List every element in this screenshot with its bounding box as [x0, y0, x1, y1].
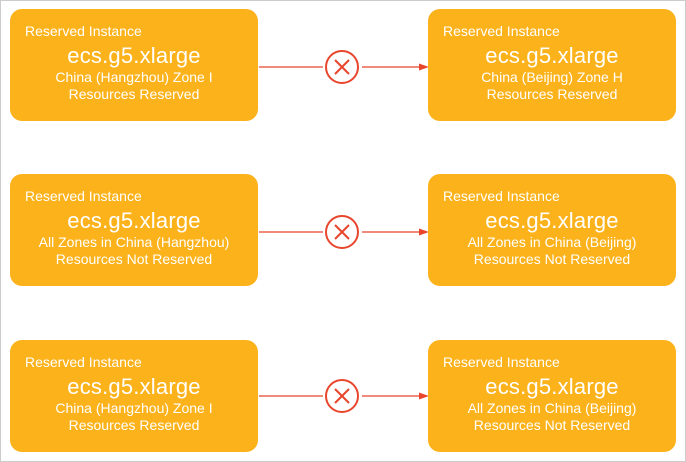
connector-1 — [259, 47, 429, 87]
connector-arrow-3 — [259, 379, 429, 413]
source-instance-box-1: Reserved Instance ecs.g5.xlarge China (H… — [10, 9, 258, 121]
box-label: Reserved Instance — [25, 23, 142, 39]
box-label: Reserved Instance — [443, 188, 560, 204]
cross-circle-icon — [325, 379, 359, 413]
connector-3 — [259, 376, 429, 416]
connector-2 — [259, 212, 429, 252]
scope-text: All Zones in China (Beijing) — [467, 400, 637, 416]
reservation-status-text: Resources Not Reserved — [473, 251, 631, 267]
source-instance-box-3: Reserved Instance ecs.g5.xlarge China (H… — [10, 340, 258, 452]
cross-circle-icon — [325, 50, 359, 84]
target-instance-box-3: Reserved Instance ecs.g5.xlarge All Zone… — [428, 340, 676, 452]
target-instance-box-2: Reserved Instance ecs.g5.xlarge All Zone… — [428, 174, 676, 286]
reservation-status-text: Resources Reserved — [68, 417, 200, 433]
instance-type-title: ecs.g5.xlarge — [485, 208, 619, 233]
scope-text: All Zones in China (Hangzhou) — [38, 234, 230, 250]
instance-type-title: ecs.g5.xlarge — [67, 374, 201, 399]
target-instance-box-1: Reserved Instance ecs.g5.xlarge China (B… — [428, 9, 676, 121]
scope-text: All Zones in China (Beijing) — [467, 234, 637, 250]
instance-type-title: ecs.g5.xlarge — [67, 43, 201, 68]
connector-arrow-1 — [259, 50, 429, 84]
reservation-status-text: Resources Reserved — [486, 86, 618, 102]
scope-text: China (Beijing) Zone H — [481, 69, 623, 85]
box-label: Reserved Instance — [25, 354, 142, 370]
instance-type-title: ecs.g5.xlarge — [67, 208, 201, 233]
reservation-status-text: Resources Reserved — [68, 86, 200, 102]
box-label: Reserved Instance — [443, 23, 560, 39]
scope-text: China (Hangzhou) Zone I — [55, 69, 213, 85]
scope-text: China (Hangzhou) Zone I — [55, 400, 213, 416]
box-label: Reserved Instance — [25, 188, 142, 204]
instance-type-title: ecs.g5.xlarge — [485, 374, 619, 399]
instance-type-title: ecs.g5.xlarge — [485, 43, 619, 68]
cross-circle-icon — [325, 215, 359, 249]
reservation-status-text: Resources Not Reserved — [55, 251, 213, 267]
box-label: Reserved Instance — [443, 354, 560, 370]
source-instance-box-2: Reserved Instance ecs.g5.xlarge All Zone… — [10, 174, 258, 286]
reservation-status-text: Resources Not Reserved — [473, 417, 631, 433]
connector-arrow-2 — [259, 215, 429, 249]
